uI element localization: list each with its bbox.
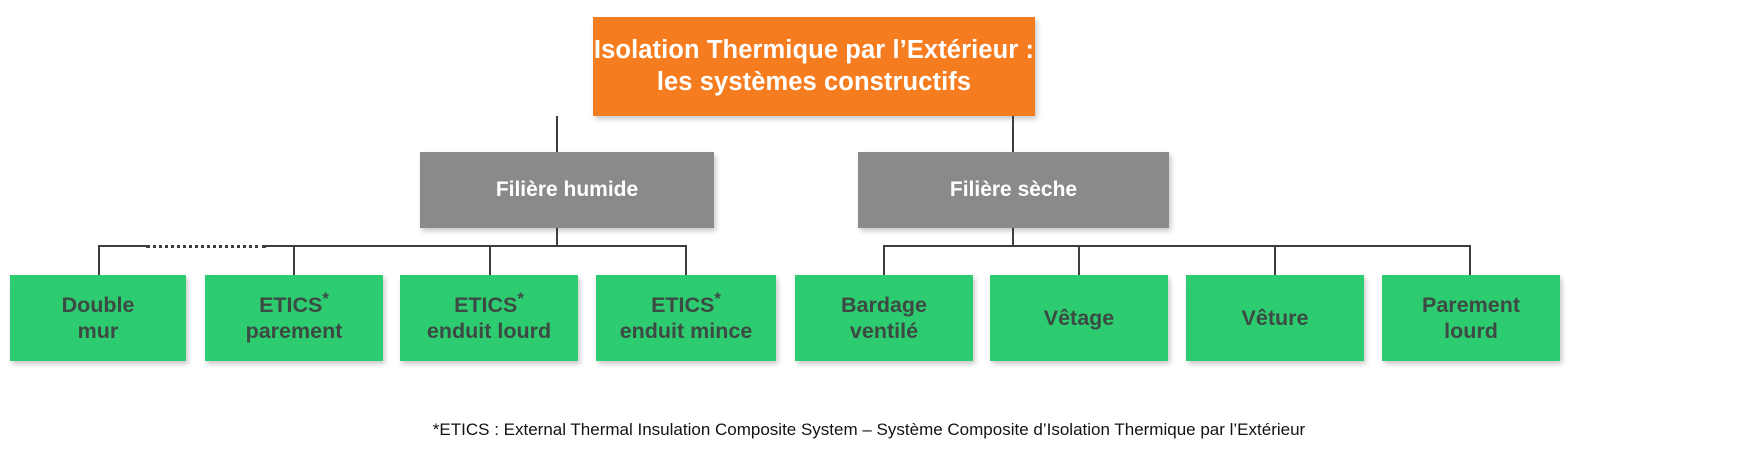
connector-wet-stem [556, 228, 558, 246]
footnote-etics: *ETICS : External Thermal Insulation Com… [432, 420, 1306, 439]
node-leaf-line2-2: enduit lourd [426, 319, 552, 343]
node-leaf-double-mur[interactable]: Double mur [10, 275, 186, 361]
connector-drop-etics-parement [293, 245, 295, 276]
connector-wet-rail-left [98, 245, 146, 247]
node-leaf-line1-0: Double [61, 292, 135, 317]
node-root-line1: Isolation Thermique par l’Extérieur : [593, 36, 1035, 65]
node-leaf-line1-7: Parement [1422, 292, 1520, 317]
connector-wet-rail-right [265, 245, 686, 247]
node-leaf-vetage[interactable]: Vêtage [990, 275, 1168, 361]
connector-root-stem-right [1012, 116, 1014, 152]
connector-dry-rail [883, 245, 1471, 247]
node-leaf-text-2: ETICS* enduit lourd [421, 288, 557, 344]
connector-drop-veture [1274, 245, 1276, 276]
node-leaf-line1-1: ETICS [259, 292, 323, 317]
node-leaf-line1-4: Bardage [840, 292, 928, 317]
node-leaf-line2-0: mur [77, 319, 119, 343]
connector-drop-etics-lourd [489, 245, 491, 276]
node-leaf-text-3: ETICS* enduit mince [614, 288, 759, 344]
connector-drop-parement [1469, 245, 1471, 276]
node-leaf-line1-6: Vêture [1241, 305, 1309, 330]
node-root-text: Isolation Thermique par l’Extérieur : le… [594, 35, 1034, 97]
node-leaf-bardage-ventile[interactable]: Bardage ventilé [795, 275, 973, 361]
node-leaf-star-1: * [322, 288, 329, 308]
node-leaf-star-3: * [714, 288, 721, 308]
connector-drop-double-mur [98, 245, 100, 276]
node-leaf-line2-4: ventilé [849, 319, 919, 343]
node-branch-label-0: Filière humide [495, 178, 639, 202]
node-leaf-veture[interactable]: Vêture [1186, 275, 1364, 361]
node-branch-label-1: Filière sèche [949, 178, 1078, 202]
node-leaf-line2-3: enduit mince [619, 319, 753, 343]
node-leaf-etics-enduit-lourd[interactable]: ETICS* enduit lourd [400, 275, 578, 361]
connector-drop-vetage [1078, 245, 1080, 276]
node-root-ite[interactable]: Isolation Thermique par l’Extérieur : le… [593, 17, 1035, 116]
connector-drop-etics-mince [685, 245, 687, 276]
node-leaf-etics-enduit-mince[interactable]: ETICS* enduit mince [596, 275, 776, 361]
node-leaf-text-6: Vêture [1236, 305, 1315, 331]
connector-root-stem-left [556, 116, 558, 152]
connector-drop-bardage [883, 245, 885, 276]
node-leaf-text-7: Parement lourd [1416, 292, 1526, 344]
node-branch-filiere-humide[interactable]: Filière humide [420, 152, 714, 228]
node-leaf-text-0: Double mur [56, 292, 141, 344]
node-root-line2: les systèmes constructifs [656, 67, 972, 96]
node-branch-filiere-seche[interactable]: Filière sèche [858, 152, 1169, 228]
node-leaf-text-5: Vêtage [1038, 305, 1121, 331]
node-leaf-line1-5: Vêtage [1043, 305, 1115, 330]
node-leaf-line2-1: parement [245, 319, 343, 343]
node-leaf-line2-7: lourd [1444, 319, 1498, 343]
connector-dry-stem [1012, 228, 1014, 246]
node-leaf-parement-lourd[interactable]: Parement lourd [1382, 275, 1560, 361]
node-leaf-text-4: Bardage ventilé [835, 292, 933, 344]
node-leaf-text-1: ETICS* parement [240, 288, 349, 344]
node-leaf-line1-2: ETICS [454, 292, 518, 317]
node-leaf-line1-3: ETICS [651, 292, 715, 317]
node-leaf-star-2: * [517, 288, 524, 308]
connector-wet-rail-dotted [146, 245, 266, 248]
node-leaf-etics-parement[interactable]: ETICS* parement [205, 275, 383, 361]
